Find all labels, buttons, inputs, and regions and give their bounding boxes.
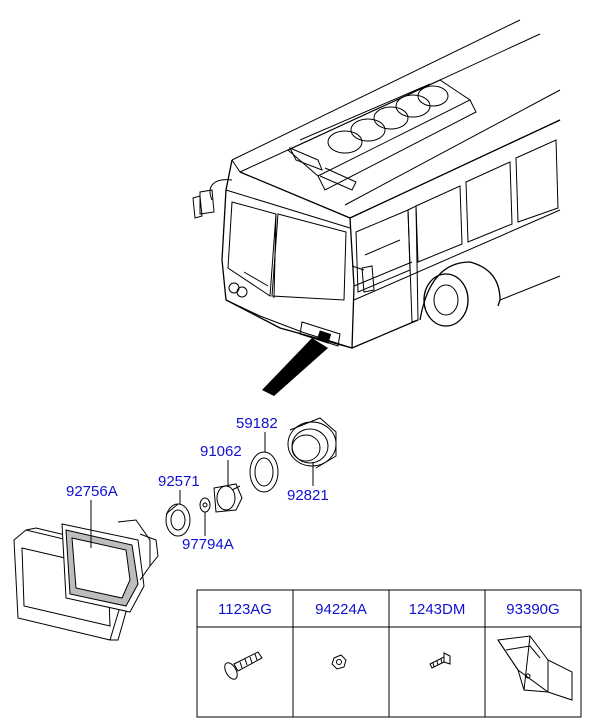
- hardware-header-94224A: 94224A: [315, 601, 367, 618]
- screw-1123AG-icon: [224, 651, 263, 680]
- label-92756A: 92756A: [66, 483, 118, 500]
- label-59182: 59182: [236, 415, 278, 432]
- hardware-table: 1123AG 94224A 1243DM 93390G: [196, 589, 582, 718]
- hardware-header-93390G: 93390G: [506, 601, 559, 618]
- fog-lamp-parts: [13, 417, 337, 641]
- leader-lines: [90, 432, 314, 548]
- part-labels: 59182 91062 92571 92756A 92821 97794A: [66, 415, 329, 553]
- bracket-93390G-icon: [497, 635, 573, 701]
- label-97794A: 97794A: [182, 536, 234, 553]
- label-92571: 92571: [158, 473, 200, 490]
- bus-illustration: [192, 19, 561, 396]
- hardware-header-1243DM: 1243DM: [409, 601, 466, 618]
- nut-94224A-icon: [331, 654, 347, 670]
- label-92821: 92821: [287, 487, 329, 504]
- hardware-header-1123AG: 1123AG: [218, 601, 272, 618]
- label-91062: 91062: [200, 443, 242, 460]
- bolt-1243DM-icon: [429, 652, 451, 669]
